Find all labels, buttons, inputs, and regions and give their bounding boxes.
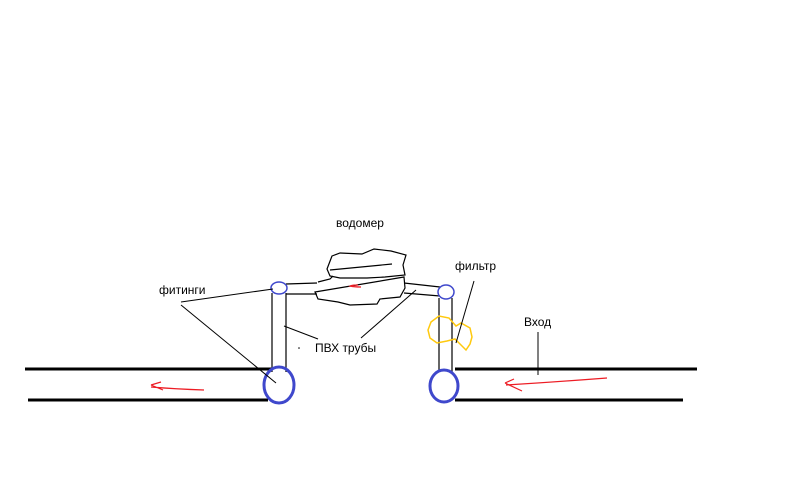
leader-filter bbox=[455, 280, 475, 344]
leader-fittings-bottom bbox=[180, 304, 277, 384]
pvc-pipe-top-right bbox=[403, 282, 441, 297]
inlet-label: Вход bbox=[524, 315, 552, 329]
main-pipe-left bbox=[25, 367, 272, 402]
leader-lines bbox=[180, 280, 539, 384]
pvc-pipes-label: ПВХ трубы bbox=[315, 341, 377, 355]
flow-arrow-left-icon bbox=[150, 381, 205, 391]
meter-flow-arrow bbox=[348, 284, 362, 288]
pvc-pipe-top-left bbox=[285, 282, 318, 295]
leader-fittings-top bbox=[180, 288, 274, 303]
fitting-bottom-left-icon bbox=[262, 365, 296, 405]
fitting-top-right-icon bbox=[437, 284, 455, 300]
filter-icon bbox=[427, 315, 473, 352]
leader-pvc-pipes-right bbox=[360, 289, 417, 339]
stray-dot bbox=[298, 347, 300, 349]
fittings-label: фитинги bbox=[159, 283, 206, 297]
water-meter bbox=[314, 248, 407, 306]
flow-arrow-right-icon bbox=[504, 377, 608, 392]
filter-label: фильтр bbox=[455, 259, 497, 273]
main-pipe-right bbox=[455, 367, 697, 402]
leader-pvc-pipes bbox=[283, 325, 319, 340]
meter-label: водомер bbox=[336, 216, 384, 230]
pvc-pipe-left bbox=[271, 293, 287, 372]
fitting-bottom-right-icon bbox=[428, 368, 460, 404]
pvc-pipe-right bbox=[438, 298, 453, 372]
fitting-top-left-icon bbox=[270, 281, 288, 295]
